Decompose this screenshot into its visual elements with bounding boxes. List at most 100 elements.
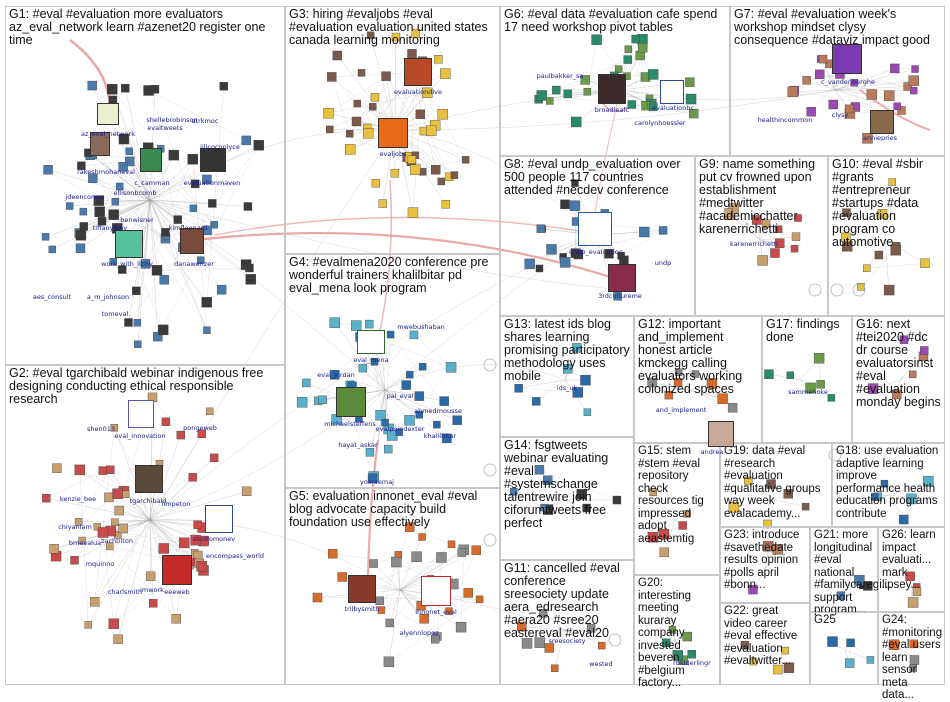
- group-g12: G12: important and_implement honest arti…: [634, 316, 762, 443]
- group-g23-title: G23: introduce #savethedate results opin…: [724, 529, 806, 592]
- avatar-az-eval-network[interactable]: [97, 103, 119, 125]
- group-g21: G21: more longitudinal #eval national #f…: [810, 527, 878, 612]
- node-label-tomeval: tomeval: [102, 310, 129, 318]
- group-g5: G5: evaluation innonet_eval #eval blog a…: [285, 488, 500, 685]
- node-label-evalpoindexter: evalpoindexter: [376, 425, 425, 433]
- avatar-work-with-libby[interactable]: [115, 230, 143, 258]
- avatar-studiomonev[interactable]: [205, 505, 233, 533]
- node-label-eval-mena: eval_mena: [353, 356, 388, 364]
- avatar-clysy[interactable]: [832, 44, 862, 74]
- group-g13: G13: latest ids blog shares learning pro…: [500, 316, 634, 437]
- avatar-evaluationbc[interactable]: [660, 80, 684, 104]
- node-label-eval-innovation: eval_innovation: [114, 432, 165, 440]
- node-label-evaluationdive: evaluationdive: [394, 88, 442, 96]
- group-g11-title: G11: cancelled #eval conference sreesoci…: [504, 562, 630, 640]
- node-label-3rdcultureme: 3rdcultureme: [598, 292, 642, 300]
- node-label-benwisner: benwisner: [120, 216, 154, 224]
- avatar-evaluationmaven[interactable]: [200, 148, 226, 172]
- group-g16: G16: next #tei2020 #dc dr course evaluat…: [852, 316, 945, 443]
- avatar-undp-evaluation[interactable]: [578, 212, 612, 246]
- node-label-imwork: imwork: [140, 586, 164, 594]
- group-g17-title: G17: findings done: [766, 318, 848, 344]
- avatar-andrea[interactable]: [708, 421, 734, 447]
- group-g19: G19: data #eval #research #evaluation #q…: [720, 443, 832, 527]
- node-label-pal-eval: pal_eval: [387, 392, 414, 400]
- group-g14-title: G14: fsgtweets webinar evaluating #eval …: [504, 439, 630, 530]
- avatar-innonet-eval[interactable]: [421, 576, 451, 606]
- node-label-broadleafc: broadleafc: [595, 106, 629, 114]
- group-g17: G17: findings done: [762, 316, 852, 443]
- node-label-eval-jordan: eval_jordan: [317, 371, 354, 379]
- node-label-andrea: andrea: [701, 448, 724, 456]
- node-label-michaelsteffens: michaelsteffens: [324, 420, 376, 428]
- node-label-chiyanlam: chiyanlam: [58, 523, 92, 531]
- node-label-evaljobs: evaljobs: [380, 150, 407, 158]
- group-g7-title: G7: #eval #evaluation week's workshop mi…: [734, 8, 941, 47]
- group-g15: G15: stem #stem #eval repository check r…: [634, 443, 720, 575]
- avatar-3rdcultureme[interactable]: [608, 264, 636, 292]
- avatar-tgarchibald[interactable]: [135, 465, 163, 493]
- group-g6-title: G6: #eval data #evaluation cafe spend 17…: [504, 8, 726, 34]
- node-label-jillcoconlyce: jillcoconlyce: [200, 143, 240, 151]
- node-label-zachtilton: zachtilton: [101, 537, 133, 545]
- node-label-studiomonev: studiomonev: [193, 535, 235, 543]
- avatar-c-camman[interactable]: [140, 148, 162, 172]
- group-g20: G20: interesting meeting kuraray company…: [634, 575, 720, 685]
- group-g22: G22: great video career #eval effective …: [720, 603, 810, 685]
- node-label-evaluationbc: evaluationbc: [652, 104, 694, 112]
- node-label-wested: wested: [589, 660, 612, 668]
- node-label-trilbysmith: trilbysmith: [345, 605, 380, 613]
- avatar-evaljobs[interactable]: [378, 118, 408, 148]
- group-g18-title: G18: use evaluation adaptive learning im…: [836, 445, 941, 520]
- node-label-innonet-eval: innonet_eval: [415, 608, 457, 616]
- avatar-evaluationdive[interactable]: [404, 58, 432, 86]
- node-label-c-camman: c_camman: [134, 179, 169, 187]
- node-label-jdeenconnw: jdeenconnw: [65, 193, 104, 201]
- node-label-charlsmith: charlsmith: [108, 588, 142, 596]
- avatar-eeeweb[interactable]: [162, 555, 192, 585]
- avatar-anniepries[interactable]: [870, 110, 894, 134]
- node-label-kimfleonard: kimfleonard: [169, 224, 208, 232]
- node-label-sammehoke: sammehoke: [788, 388, 828, 396]
- node-label-aes-consult: aes_consult: [33, 293, 71, 301]
- avatar-broadleafc[interactable]: [598, 74, 626, 104]
- node-label-evaltweets: evaltweets: [147, 124, 182, 132]
- node-label-ahmedmousse: ahmedmousse: [414, 407, 462, 415]
- node-label-yosraemaj: yosraemaj: [360, 478, 394, 486]
- node-label-bmevalua: bmevalua: [69, 539, 101, 547]
- group-g21-title: G21: more longitudinal #eval national #f…: [814, 529, 874, 617]
- avatar-michaelsteffens[interactable]: [336, 387, 366, 417]
- group-g1-title: G1: #eval #evaluation more evaluators az…: [9, 8, 281, 47]
- node-label-shen013: shen013: [87, 425, 115, 433]
- group-g23: G23: introduce #savethedate results opin…: [720, 527, 810, 603]
- node-label-tiffanylbev: tiffanylbev: [93, 224, 128, 232]
- avatar-trilbysmith[interactable]: [348, 575, 376, 603]
- node-label-mquinno: mquinno: [86, 560, 115, 568]
- group-g22-title: G22: great video career #eval effective …: [724, 605, 806, 668]
- group-g9: G9: name something put cv frowned upon e…: [695, 156, 828, 316]
- node-label-clysy: clysy: [832, 111, 848, 119]
- node-label-karenerrichetti: karenerrichetti: [730, 240, 778, 248]
- group-g10: G10: #eval #sbir #grants #entrepreneur #…: [828, 156, 945, 316]
- avatar-eval-innovation[interactable]: [128, 400, 154, 428]
- group-g18: G18: use evaluation adaptive learning im…: [832, 443, 945, 527]
- node-label-undp: undp: [655, 259, 672, 267]
- group-g25: G25: [810, 612, 878, 685]
- group-g24: G24: #monitoring #eval users learn senso…: [878, 612, 945, 685]
- group-g5-title: G5: evaluation innonet_eval #eval blog a…: [289, 490, 496, 529]
- group-g26-title: G26: learn impact evaluati... mark lipse…: [882, 529, 941, 592]
- group-g16-title: G16: next #tei2020 #dc dr course evaluat…: [856, 318, 941, 409]
- group-g26: G26: learn impact evaluati... mark lipse…: [878, 527, 945, 612]
- group-g11: G11: cancelled #eval conference sreesoci…: [500, 560, 634, 685]
- node-label-a-m-johnson: a_m_johnson: [87, 293, 129, 301]
- avatar-eval-mena[interactable]: [357, 330, 385, 354]
- node-label-pongeweb: pongeweb: [183, 424, 217, 432]
- node-label-limpeton: limpeton: [162, 500, 191, 508]
- node-label-and-implement: and_implement: [656, 406, 707, 414]
- node-label-rbklderlingr: rbklderlingr: [673, 659, 711, 667]
- node-label-anniepries: anniepries: [863, 134, 897, 142]
- node-label-danawenzer: danawenzer: [174, 260, 214, 268]
- group-g19-title: G19: data #eval #research #evaluation #q…: [724, 445, 828, 520]
- node-label-undp-evaluation: undp_evaluation: [569, 248, 623, 256]
- node-label-healthincommon: healthincommon: [758, 116, 813, 124]
